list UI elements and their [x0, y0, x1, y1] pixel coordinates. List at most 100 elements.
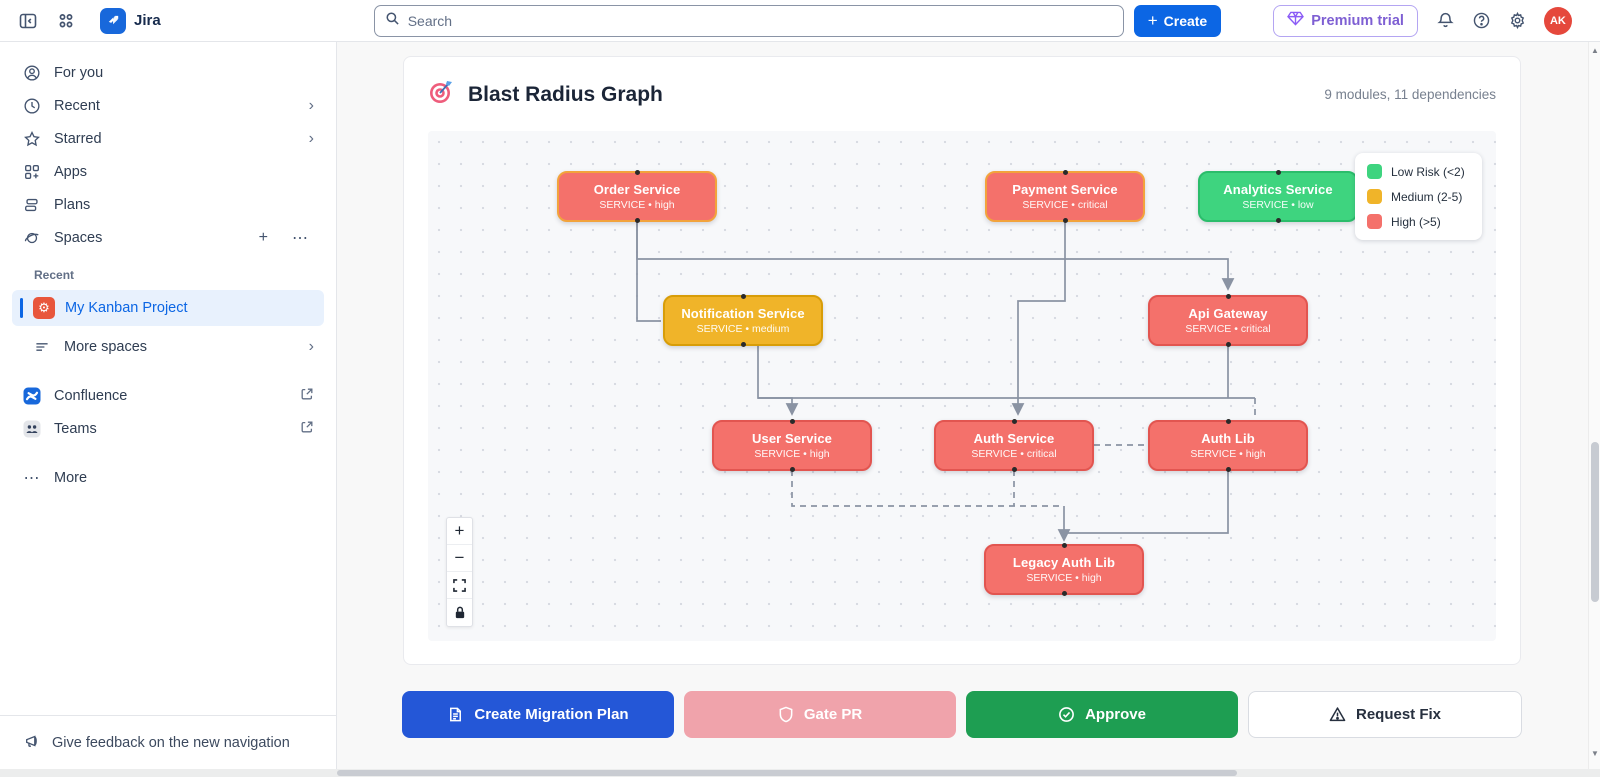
sidebar-item-teams[interactable]: Teams [12, 412, 324, 445]
scroll-up-icon[interactable]: ▲ [1591, 45, 1599, 55]
legend-label: Medium (2-5) [1391, 189, 1463, 204]
target-icon [428, 79, 454, 110]
vertical-scrollbar[interactable]: ▲ ▼ [1588, 42, 1600, 769]
sidebar-item-for-you[interactable]: For you [12, 56, 324, 89]
graph-edges [636, 222, 1256, 542]
zoom-out-button[interactable]: − [447, 545, 472, 572]
connection-handle-bottom [1225, 467, 1231, 472]
create-button[interactable]: + Create [1133, 4, 1222, 37]
project-avatar: ⚙ [33, 297, 55, 319]
clock-icon [22, 97, 42, 115]
legend-item: High (>5) [1367, 214, 1470, 229]
connection-handle-top [1061, 543, 1067, 548]
premium-trial-button[interactable]: Premium trial [1273, 4, 1418, 37]
sidebar-item-label: For you [54, 64, 104, 81]
connection-handle-top [1275, 170, 1281, 175]
feedback-link[interactable]: Give feedback on the new navigation [0, 715, 336, 769]
scroll-down-icon[interactable]: ▼ [1591, 748, 1599, 758]
connection-handle-top [1062, 170, 1068, 175]
help-icon[interactable] [1466, 5, 1498, 37]
page-title: Blast Radius Graph [468, 82, 663, 106]
collapse-sidebar-icon[interactable] [12, 5, 44, 37]
connection-handle-bottom [1275, 218, 1281, 223]
connection-handle-bottom [789, 467, 795, 472]
node-title: Auth Service [973, 431, 1055, 446]
chevron-right-icon: › [308, 129, 314, 147]
node-title: User Service [752, 431, 832, 446]
sidebar-item-label: Plans [54, 196, 91, 213]
teams-icon [22, 419, 42, 439]
fit-view-button[interactable] [447, 572, 472, 599]
edge-order-service-to-notification-service [636, 222, 661, 322]
sidebar-item-starred[interactable]: Starred › [12, 122, 324, 155]
sidebar-item-label: Teams [54, 420, 97, 437]
confluence-icon [22, 386, 42, 406]
sidebar-item-my-kanban-project[interactable]: ⚙ My Kanban Project [12, 290, 324, 326]
search-input[interactable] [407, 12, 1113, 29]
lock-button[interactable] [447, 599, 472, 626]
external-link-icon [300, 420, 314, 438]
sidebar-item-more-spaces[interactable]: More spaces › [12, 330, 324, 363]
chevron-right-icon: › [308, 337, 314, 355]
add-space-icon[interactable]: + [258, 228, 268, 246]
user-avatar[interactable]: AK [1543, 6, 1572, 35]
notifications-bell-icon[interactable] [1430, 5, 1462, 37]
app-name: Jira [134, 12, 161, 29]
feedback-label: Give feedback on the new navigation [52, 734, 290, 751]
gate-pr-button[interactable]: Gate PR [684, 691, 956, 738]
edge-payment-service-to-auth-service [1011, 222, 1066, 416]
action-label: Create Migration Plan [474, 706, 629, 723]
scrollbar-thumb[interactable] [1591, 442, 1599, 602]
connection-handle-top [789, 419, 795, 424]
action-label: Approve [1085, 706, 1146, 723]
recent-section-label: Recent [34, 268, 75, 282]
jira-logo[interactable] [100, 7, 126, 34]
premium-gem-icon [1287, 11, 1305, 30]
node-subtitle: SERVICE • critical [1022, 199, 1108, 211]
sidebar-item-label: Apps [54, 163, 88, 180]
legend-label: High (>5) [1391, 214, 1441, 229]
connection-handle-top [740, 294, 746, 299]
sidebar: For you Recent › Starred › Apps Plans [0, 42, 337, 769]
app-switcher-icon[interactable] [50, 5, 82, 37]
node-subtitle: SERVICE • high [1026, 572, 1102, 584]
risk-legend: Low Risk (<2)Medium (2-5)High (>5) [1355, 153, 1482, 240]
global-search[interactable] [373, 4, 1124, 37]
edge-auth-lib-to-legacy-auth-lib [1066, 470, 1229, 534]
node-subtitle: SERVICE • low [1242, 199, 1314, 211]
sidebar-item-label: More [54, 469, 88, 486]
zoom-in-button[interactable]: + [447, 518, 472, 545]
create-migration-plan-button[interactable]: Create Migration Plan [402, 691, 674, 738]
warning-icon [1329, 706, 1346, 723]
main-content: Blast Radius Graph 9 modules, 11 depende… [337, 42, 1588, 769]
action-bar: Create Migration Plan Gate PR Approve Reque… [402, 691, 1522, 738]
sidebar-item-spaces[interactable]: Spaces + ⋯ [12, 221, 324, 254]
approve-button[interactable]: Approve [966, 691, 1238, 738]
scrollbar-thumb[interactable] [337, 770, 1237, 776]
sidebar-item-apps[interactable]: Apps [12, 155, 324, 188]
sidebar-item-confluence[interactable]: Confluence [12, 379, 324, 412]
sidebar-item-plans[interactable]: Plans [12, 188, 324, 221]
sidebar-item-recent[interactable]: Recent › [12, 89, 324, 122]
node-title: Legacy Auth Lib [1012, 555, 1116, 570]
sidebar-item-label: More spaces [64, 338, 148, 355]
edge-user-service-to-legacy-auth-lib [791, 470, 1062, 507]
node-subtitle: SERVICE • high [1190, 448, 1266, 460]
megaphone-icon [24, 732, 42, 754]
spaces-more-icon[interactable]: ⋯ [292, 229, 308, 247]
horizontal-scrollbar[interactable] [0, 769, 1600, 777]
settings-gear-icon[interactable] [1502, 5, 1534, 37]
legend-swatch [1367, 214, 1382, 229]
request-fix-button[interactable]: Request Fix [1248, 691, 1522, 738]
sidebar-item-more[interactable]: ⋯ More [12, 461, 324, 494]
